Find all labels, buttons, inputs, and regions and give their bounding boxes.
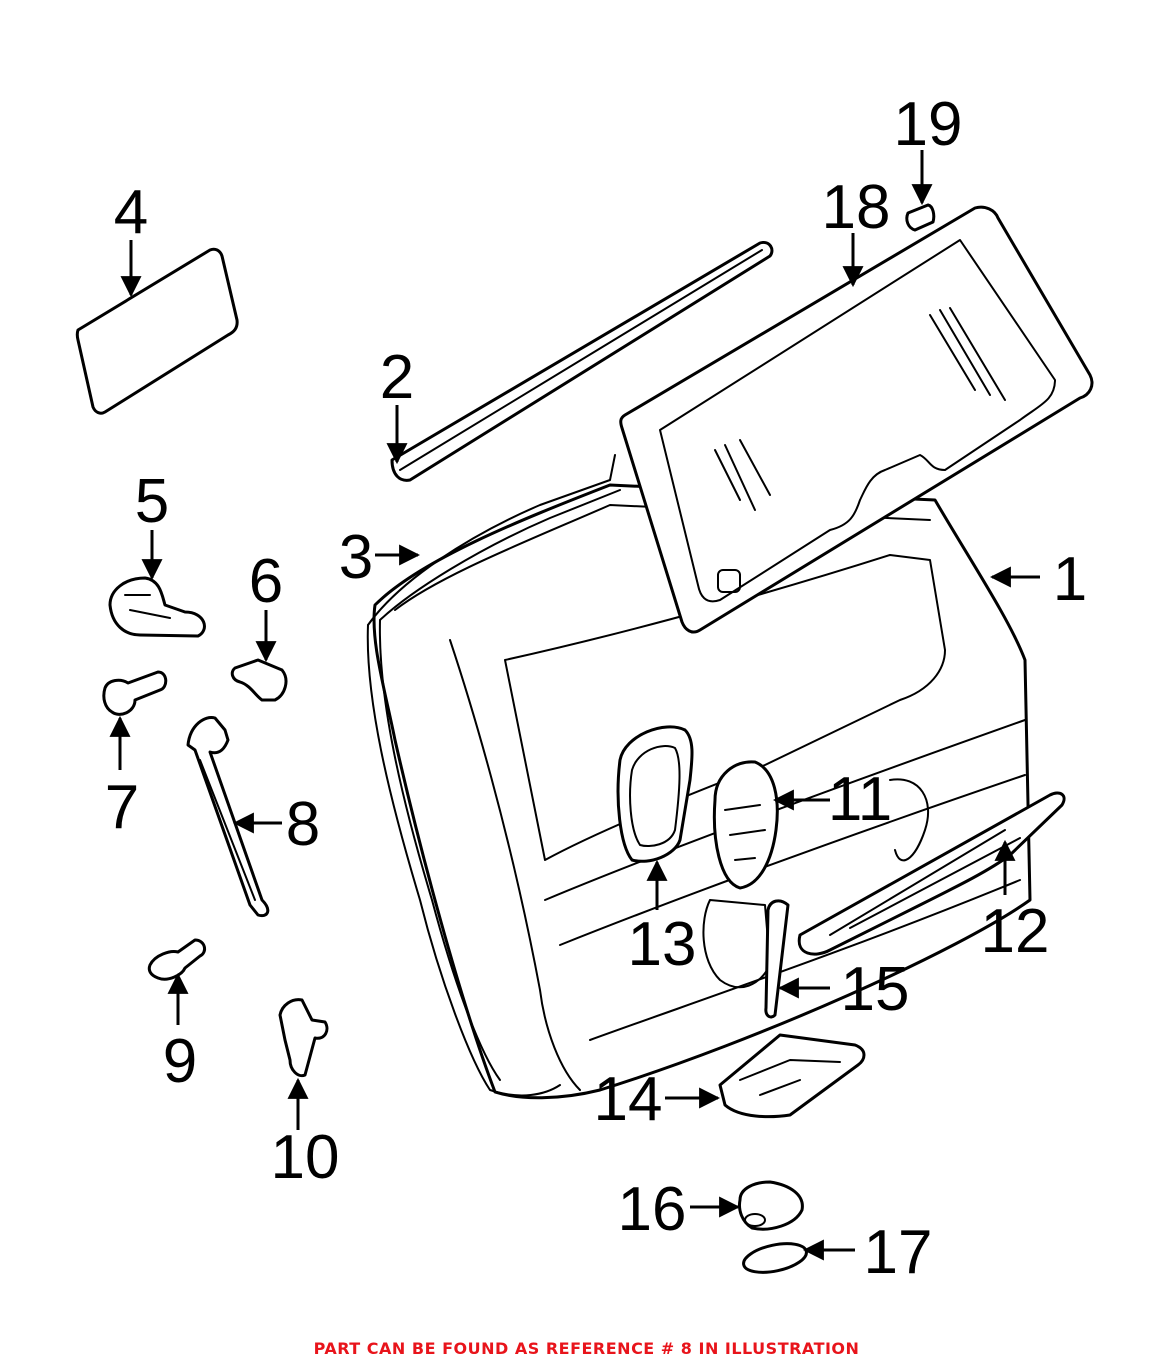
callout-13: 13 xyxy=(628,910,697,979)
reference-note: PART CAN BE FOUND AS REFERENCE # 8 IN IL… xyxy=(313,1339,860,1358)
lamp-16 xyxy=(738,1180,804,1231)
bolt-6 xyxy=(230,658,288,702)
callout-8: 8 xyxy=(286,790,320,859)
callout-17: 17 xyxy=(864,1218,933,1287)
support-strut xyxy=(186,715,270,918)
callout-3: 3 xyxy=(339,523,373,592)
callout-16: 16 xyxy=(618,1175,687,1244)
callout-7: 7 xyxy=(105,773,139,842)
side-panel xyxy=(75,247,239,415)
latch-11 xyxy=(712,760,779,890)
callout-6: 6 xyxy=(249,547,283,616)
leader-lines xyxy=(109,150,1040,1261)
molding-strip xyxy=(390,240,774,482)
lens-17 xyxy=(742,1242,808,1274)
lamp-housing xyxy=(718,1033,866,1119)
callout-15: 15 xyxy=(841,955,910,1024)
rear-glass xyxy=(619,205,1094,634)
callout-4: 4 xyxy=(114,178,148,247)
hinge-bracket xyxy=(108,576,206,638)
stud-7 xyxy=(102,670,168,716)
access-cover xyxy=(616,725,694,863)
pin-9 xyxy=(147,938,207,981)
callout-9: 9 xyxy=(163,1027,197,1096)
callout-labels: 1 2 3 4 5 6 7 8 9 10 11 12 13 14 15 16 1… xyxy=(105,90,1087,1287)
weatherstrip-seal xyxy=(366,454,621,1097)
liftgate-panel xyxy=(372,483,1032,1100)
striker-10 xyxy=(278,998,329,1078)
callout-5: 5 xyxy=(135,467,169,536)
glass-clip xyxy=(905,203,936,232)
callout-1: 1 xyxy=(1053,545,1087,614)
callout-11: 11 xyxy=(828,765,892,834)
rod-15 xyxy=(764,899,790,1019)
callout-10: 10 xyxy=(271,1123,340,1192)
handle-trim xyxy=(797,791,1066,956)
callout-12: 12 xyxy=(981,897,1050,966)
callout-14: 14 xyxy=(594,1065,663,1134)
callout-18: 18 xyxy=(822,173,891,242)
callout-2: 2 xyxy=(380,343,414,412)
callout-19: 19 xyxy=(894,90,963,159)
